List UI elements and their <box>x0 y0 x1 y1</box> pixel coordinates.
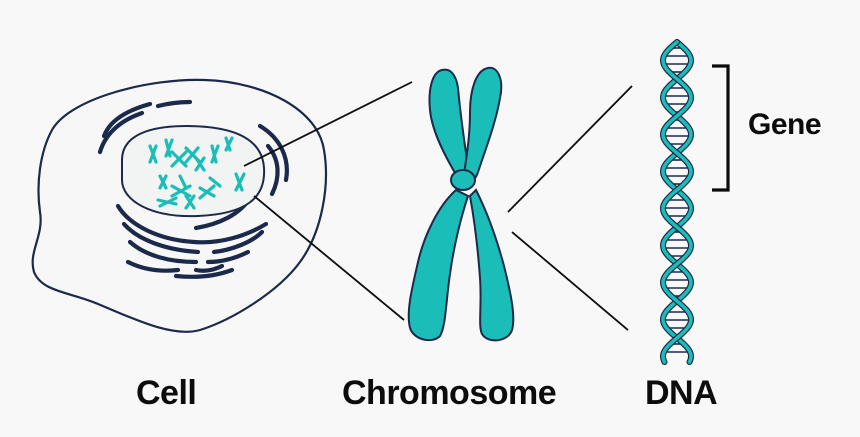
cell-label: Cell <box>136 374 197 412</box>
gene-label: Gene <box>748 108 822 141</box>
nucleus-icon <box>121 124 266 218</box>
gene-bracket-icon <box>712 64 730 192</box>
dna-label: DNA <box>645 374 718 412</box>
endoplasmic-reticulum <box>97 99 289 279</box>
zoom-lines-cell-to-chromosome <box>243 81 413 321</box>
chromosome-icon <box>407 66 515 342</box>
nucleus-chromosomes <box>148 136 246 210</box>
chromosome-label: Chromosome <box>342 374 557 412</box>
dna-helix-icon <box>659 39 695 365</box>
dna-strand-a <box>661 40 693 364</box>
dna-strand-b <box>661 40 693 364</box>
cell-icon <box>31 78 327 333</box>
zoom-lines-chromosome-to-dna <box>507 85 633 331</box>
